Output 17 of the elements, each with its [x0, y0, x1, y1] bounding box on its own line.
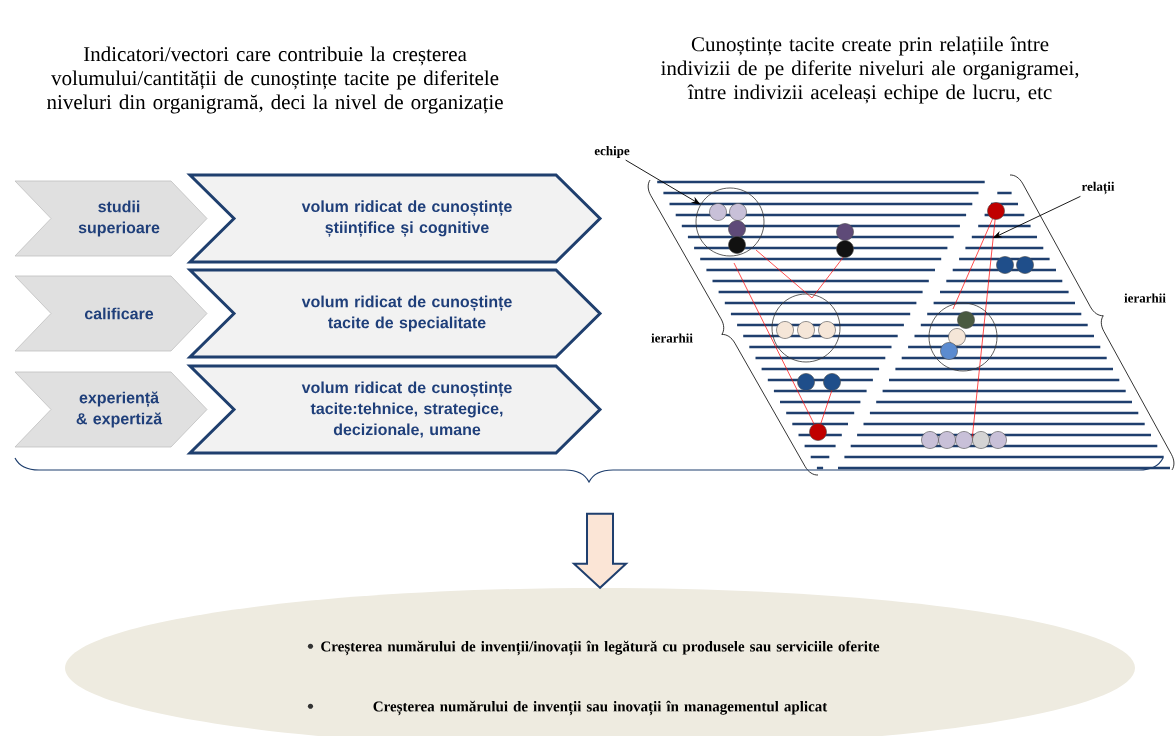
chevron-box: volum ridicat de cunoștințe științifice și cognitive	[186, 173, 603, 264]
axis-label: ierarhii	[1124, 293, 1166, 303]
chevron-box: experiență & expertiză	[14, 371, 208, 448]
chevron-box: volum ridicat de cunoștințe tacite de specialitate	[186, 268, 603, 359]
team-circle	[771, 293, 841, 363]
callout-label: relații	[1081, 181, 1115, 195]
callout-label: echipe	[594, 146, 630, 158]
team-circle	[695, 187, 765, 257]
leader-line	[993, 195, 1081, 238]
chevron-box: studii superioare	[14, 180, 208, 257]
leader-line	[625, 159, 700, 205]
heading: Cunoștințe tacite create prin relațiile între indivizii de pe diferite niveluri ale organigramei, între indivizii aceleași echipe de lucru, etc	[661, 36, 1079, 104]
heading: Indicatori/vectori care contribuie la creșterea volumului/cantității de cunoștințe tacite pe diferitele niveluri din organigramă, deci la nivel de organizație	[47, 46, 503, 114]
chevron-box: calificare	[14, 275, 208, 352]
axis-label: ierarhii	[651, 333, 693, 343]
chevron-box: volum ridicat de cunoștințe tacite:tehnice, strategice, decizionale, umane	[186, 364, 603, 455]
team-circle	[928, 302, 998, 372]
